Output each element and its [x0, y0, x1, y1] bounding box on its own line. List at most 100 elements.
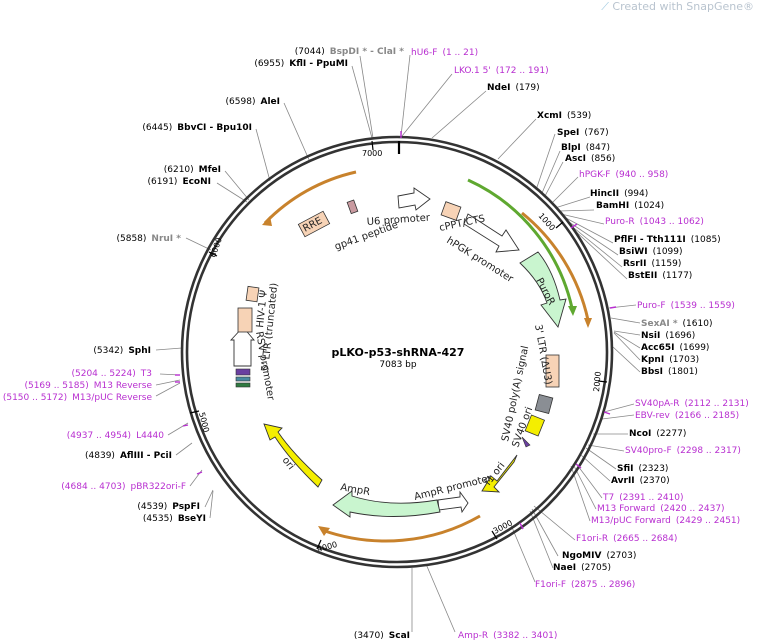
- orange-arc-bottom-head: [318, 526, 330, 536]
- tick-2000: 2000: [592, 371, 603, 392]
- ori-arrow: [263, 423, 323, 488]
- site-sfii: SfiI(2323): [617, 464, 668, 474]
- site-hpgk-f: hPGK-F(940 .. 958): [579, 170, 668, 180]
- site-ebv-rev: EBV-rev(2166 .. 2185): [635, 411, 739, 421]
- site-bsteii: BstEII(1177): [628, 271, 692, 281]
- site-pflfi: PflFI - Tth111I(1085): [614, 235, 721, 245]
- u6-arrow: [397, 187, 431, 211]
- site-puro-r: Puro-R(1043 .. 1062): [605, 217, 704, 227]
- primer-marks: [175, 131, 617, 530]
- site-spei: SpeI(767): [557, 128, 609, 138]
- site-alei: (6598)AleI: [226, 97, 280, 107]
- site-xcmi: XcmI(539): [537, 111, 591, 121]
- plasmid-title: pLKO-p53-shRNA-427 7083 bp: [332, 346, 465, 370]
- green-arc: [467, 178, 574, 309]
- site-t3: (5204 .. 5224)T3: [71, 369, 152, 379]
- site-kfli-ppumi: (6955)KflI - PpuMI: [254, 59, 348, 69]
- site-acc65i: Acc65I(1699): [641, 343, 709, 353]
- rre-box: [297, 210, 331, 238]
- site-ncoi: NcoI(2277): [629, 429, 686, 439]
- tick-marks: [189, 140, 608, 550]
- site-hu6-f: hU6-F(1 .. 21): [411, 48, 478, 58]
- watermark: ⟋ Created with SnapGene®: [601, 0, 754, 14]
- site-sv40pa-r: SV40pA-R(2112 .. 2131): [635, 399, 749, 409]
- leader-lines: [155, 54, 641, 633]
- rre-arc: [263, 170, 357, 225]
- ltr5-box: [237, 307, 253, 333]
- rsv-promoter-arrow: [229, 326, 255, 367]
- site-kpni: KpnI(1703): [641, 355, 699, 365]
- tick-6000: 6000: [208, 236, 223, 258]
- tick-7000: 7000: [362, 149, 382, 158]
- site-amp-r: Amp-R(3382 .. 3401): [458, 631, 557, 641]
- watermark-text: Created with SnapGene®: [612, 0, 754, 13]
- hpgk-arrow: [463, 213, 520, 253]
- primer-site-box: [235, 368, 251, 376]
- site-bsiwi: BsiWI(1099): [619, 247, 683, 257]
- site-lko1: LKO.1 5'(172 .. 191): [454, 66, 549, 76]
- snapgene-icon: ⟋: [601, 0, 613, 13]
- site-t7: T7(2391 .. 2410): [602, 493, 684, 503]
- orange-arc-right: [521, 211, 590, 321]
- orange-arc-bottom: [321, 514, 481, 543]
- label-hiv: HIV-1 Ψ: [255, 289, 270, 328]
- backbone: [180, 135, 614, 569]
- site-mfei: (6210)MfeI: [164, 165, 221, 175]
- site-asci: AscI(856): [565, 154, 615, 164]
- sites-right: hU6-F(1 .. 21) LKO.1 5'(172 .. 191) NdeI…: [411, 48, 749, 641]
- sites-left: (7044)BspDI * - ClaI * (6955)KflI - PpuM…: [3, 47, 410, 641]
- cppt-box: [440, 201, 462, 221]
- label-ampr: AmpR: [339, 482, 370, 498]
- site-blpi: BlpI(847): [561, 143, 610, 153]
- site-pspfi: (4539)PspFI: [137, 502, 200, 512]
- primer-site-box-3: [235, 382, 251, 388]
- site-f1ori-f: F1ori-F(2875 .. 2896): [535, 580, 635, 590]
- site-f1ori-r: F1ori-R(2665 .. 2684): [576, 534, 677, 544]
- site-m13-reverse: (5169 .. 5185)M13 Reverse: [24, 381, 152, 391]
- site-naei: NaeI(2705): [553, 563, 611, 573]
- sv40-ori-box: [524, 414, 546, 437]
- site-l4440: (4937 .. 4954)L4440: [67, 431, 164, 441]
- site-bspdi-clai: (7044)BspDI * - ClaI *: [295, 47, 405, 57]
- site-nsii: NsiI(1696): [641, 331, 695, 341]
- site-ngomiv: NgoMIV(2703): [562, 551, 636, 561]
- sv40-polya-box: [534, 393, 554, 415]
- site-sphi: (5342)SphI: [93, 346, 151, 356]
- site-pbr322ori-f: (4684 .. 4703)pBR322ori-F: [61, 482, 186, 492]
- site-hincii: HincII(994): [590, 189, 648, 199]
- gp41-box: [346, 199, 359, 215]
- site-rsrii: RsrII(1159): [623, 259, 681, 269]
- orange-arc-right-head: [584, 318, 592, 328]
- site-ndei: NdeI(179): [487, 83, 540, 93]
- ampr-arrow: [332, 490, 441, 518]
- plasmid-size: 7083 bp: [379, 360, 416, 370]
- site-afliii-pcii: (4839)AflIII - PciI: [85, 451, 172, 461]
- site-nrui: (5858)NruI *: [116, 234, 181, 244]
- ampr-promoter-arrow: [437, 490, 469, 514]
- site-avrii: AvrII(2370): [611, 476, 670, 486]
- site-sexai: SexAI *(1610): [641, 319, 712, 329]
- ltr3-box: [545, 354, 560, 388]
- sv40-marker: [521, 436, 531, 448]
- site-econi: (6191)EcoNI: [148, 177, 211, 187]
- site-m13-forward: M13 Forward(2420 .. 2437): [597, 504, 725, 514]
- green-arc-head: [568, 306, 577, 316]
- plasmid-name: pLKO-p53-shRNA-427: [332, 346, 465, 359]
- feature-arrows: [229, 170, 592, 543]
- f1-ori-arrow: [481, 454, 518, 493]
- hiv-psi-box: [245, 285, 260, 303]
- site-bseyi: (4535)BseYI: [143, 514, 206, 524]
- site-bamhi: BamHI(1024): [596, 201, 664, 211]
- rre-arc-head: [262, 216, 272, 226]
- site-sv40pro-f: SV40pro-F(2298 .. 2317): [625, 446, 741, 456]
- site-bbvci: (6445)BbvCI - Bpu10I: [142, 123, 252, 133]
- site-bbsi: BbsI(1801): [641, 367, 698, 377]
- primer-site-box-2: [235, 376, 251, 382]
- site-puro-f: Puro-F(1539 .. 1559): [637, 301, 735, 311]
- site-m13-puc-reverse: (5150 .. 5172)M13/pUC Reverse: [3, 393, 153, 403]
- site-scai: (3470)ScaI: [354, 631, 410, 641]
- label-u6: U6 promoter: [366, 213, 431, 228]
- puror-arrow: [519, 251, 567, 328]
- site-m13-puc-forward: M13/pUC Forward(2429 .. 2451): [591, 516, 740, 526]
